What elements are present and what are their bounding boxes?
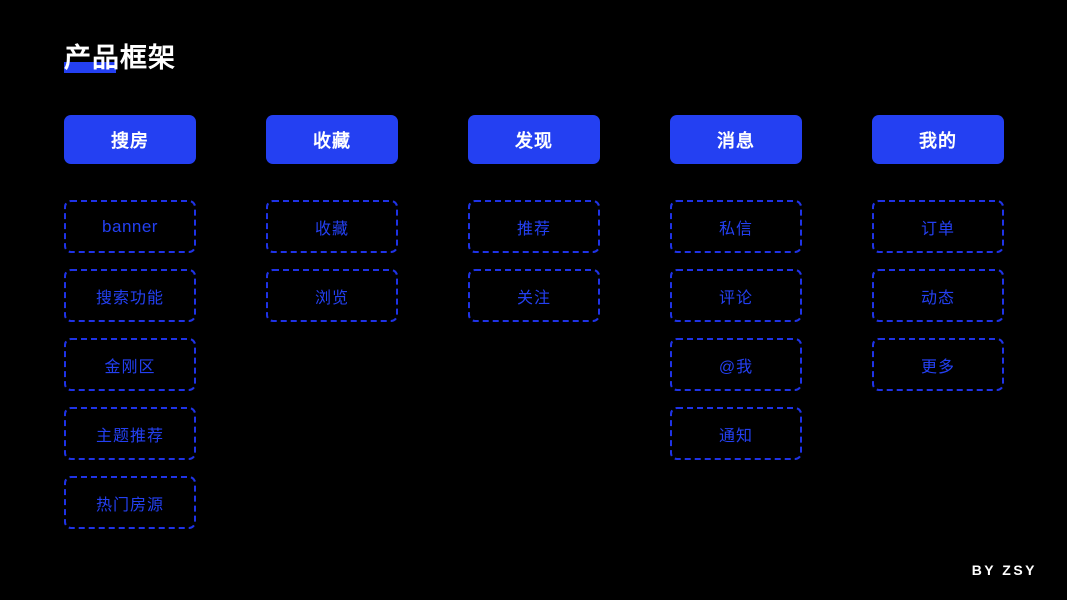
- column-header-button[interactable]: 发现: [468, 115, 600, 164]
- feature-node[interactable]: 热门房源: [64, 476, 196, 529]
- feature-node[interactable]: banner: [64, 200, 196, 253]
- feature-node[interactable]: 金刚区: [64, 338, 196, 391]
- feature-node[interactable]: 私信: [670, 200, 802, 253]
- column-header-button[interactable]: 搜房: [64, 115, 196, 164]
- feature-node[interactable]: 动态: [872, 269, 1004, 322]
- feature-node[interactable]: 评论: [670, 269, 802, 322]
- feature-node[interactable]: 关注: [468, 269, 600, 322]
- feature-node[interactable]: 更多: [872, 338, 1004, 391]
- page-title: 产品框架: [64, 38, 176, 82]
- framework-column: 收藏收藏浏览: [266, 115, 398, 338]
- footer-credit: BY ZSY: [971, 562, 1037, 578]
- feature-node[interactable]: 搜索功能: [64, 269, 196, 322]
- feature-node[interactable]: 推荐: [468, 200, 600, 253]
- title-highlight-bar: [64, 62, 116, 73]
- feature-node[interactable]: 订单: [872, 200, 1004, 253]
- framework-column: 发现推荐关注: [468, 115, 600, 338]
- feature-node[interactable]: 通知: [670, 407, 802, 460]
- column-header-button[interactable]: 我的: [872, 115, 1004, 164]
- feature-node[interactable]: 主题推荐: [64, 407, 196, 460]
- feature-node[interactable]: 收藏: [266, 200, 398, 253]
- framework-column: 我的订单动态更多: [872, 115, 1004, 407]
- column-header-button[interactable]: 消息: [670, 115, 802, 164]
- feature-node[interactable]: 浏览: [266, 269, 398, 322]
- column-header-button[interactable]: 收藏: [266, 115, 398, 164]
- feature-node[interactable]: @我: [670, 338, 802, 391]
- framework-column: 搜房 banner 搜索功能金刚区主题推荐热门房源: [64, 115, 196, 545]
- framework-column: 消息私信评论 @我通知: [670, 115, 802, 476]
- page-title-text: 产品框架: [64, 43, 176, 73]
